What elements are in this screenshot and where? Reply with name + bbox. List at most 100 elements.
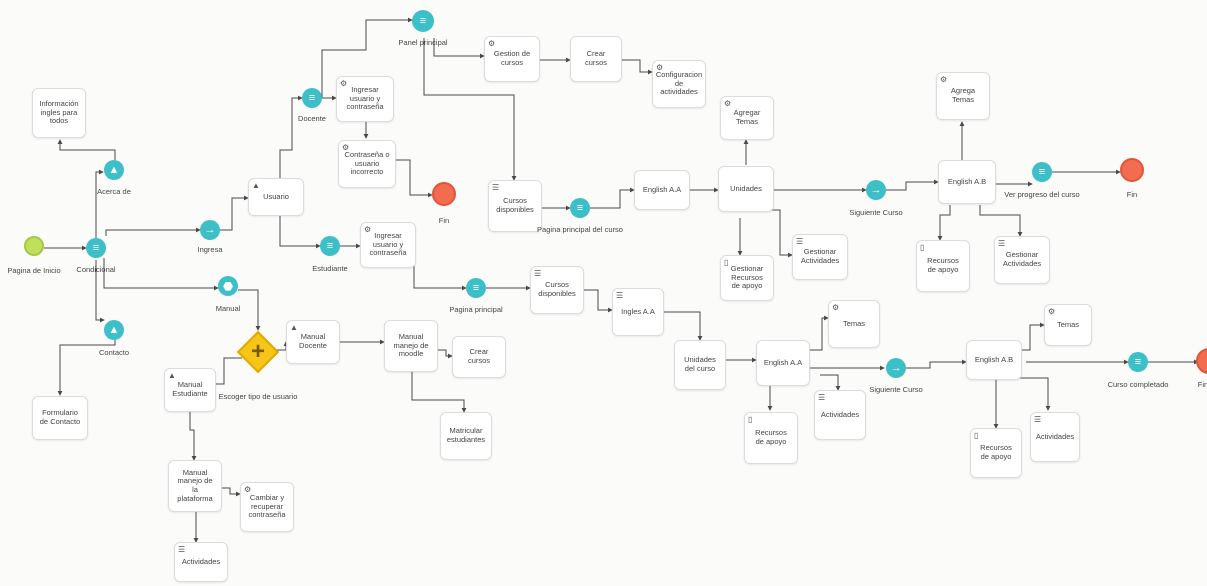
siguiente-curso-2-event[interactable]: → <box>886 358 906 378</box>
task-recursos-apoyo-1[interactable]: ▯Recursos de apoyo <box>916 240 970 292</box>
task-actividades-1[interactable]: ☰Actividades <box>174 542 228 582</box>
end-2-label: Fin <box>1126 190 1138 199</box>
list-icon: ☰ <box>178 545 186 554</box>
contacto-label: Contacto <box>98 348 130 357</box>
task-ingresar-estudiante[interactable]: ⚙Ingresar usuario y contraseña <box>360 222 416 268</box>
manual-label: Manual <box>215 304 241 313</box>
task-agregar-temas-2[interactable]: ⚙Agrega Temas <box>936 72 990 120</box>
task-recursos-apoyo-2[interactable]: ▯Recursos de apoyo <box>744 412 798 464</box>
task-recursos-3-label: Recursos de apoyo <box>980 443 1012 461</box>
list-icon: ☰ <box>1034 415 1042 424</box>
task-manual-estudiante-label: Manual Estudiante <box>172 380 208 398</box>
task-matricular[interactable]: Matricular estudiantes <box>440 412 492 460</box>
acerca-label: Acerca de <box>97 187 131 196</box>
arrow-icon: → <box>890 362 902 374</box>
task-crear-cursos-1[interactable]: Crear cursos <box>570 36 622 82</box>
contacto-event[interactable]: ▲ <box>104 320 124 340</box>
user-icon: ▲ <box>290 323 298 332</box>
plus-icon: + <box>250 338 265 365</box>
task-contrasena-incorrecta[interactable]: ⚙Contraseña o usuario incorrecto <box>338 140 396 188</box>
panel-event[interactable]: ≡ <box>412 10 434 32</box>
ver-progreso-event[interactable]: ≡ <box>1032 162 1052 182</box>
task-cambiar-contrasena[interactable]: ⚙Cambiar y recuperar contraseña <box>240 482 294 532</box>
siguiente-curso-2-label: Siguiente Curso <box>869 385 923 394</box>
task-manual-docente-label: Manual Docente <box>299 332 327 350</box>
conditional-event[interactable]: ≡ <box>86 238 106 258</box>
task-usuario[interactable]: ▲Usuario <box>248 178 304 216</box>
task-crear-cursos-2[interactable]: Crear cursos <box>452 336 506 378</box>
task-ingles-a-a[interactable]: ☰Ingles A.A <box>612 288 664 336</box>
task-cursos-disponibles-1[interactable]: ☰Cursos disponibles <box>488 180 542 232</box>
task-informacion[interactable]: Información ingles para todos <box>32 88 86 138</box>
gear-icon: ⚙ <box>656 63 664 72</box>
task-cursos-disponibles-2[interactable]: ☰Cursos disponibles <box>530 266 584 314</box>
manual-event[interactable]: ⬣ <box>218 276 238 296</box>
list-icon: ≡ <box>1038 166 1046 178</box>
pagina-principal-event[interactable]: ≡ <box>466 278 486 298</box>
start-event-label: Pagina de Inicio <box>7 266 61 275</box>
pagina-curso-event[interactable]: ≡ <box>570 198 590 218</box>
task-agregar-temas-1[interactable]: ⚙Agregar Temas <box>720 96 774 140</box>
task-informacion-label: Información ingles para todos <box>39 99 79 126</box>
docente-event[interactable]: ≡ <box>302 88 322 108</box>
end-event-1[interactable] <box>432 182 456 206</box>
task-gestionar-act-2-label: Gestionar Actividades <box>1002 250 1042 268</box>
task-gestion-label: Gestion de cursos <box>493 49 531 67</box>
task-english-a-1-label: English A.A <box>642 184 682 194</box>
task-actividades-3[interactable]: ☰ Actividades <box>1030 412 1080 462</box>
acerca-event[interactable]: ▲ <box>104 160 124 180</box>
task-gestion-cursos[interactable]: ⚙Gestion de cursos <box>484 36 540 82</box>
task-cursos-disp-1-label: Cursos disponibles <box>496 196 534 214</box>
task-english-a-2[interactable]: English A.A <box>756 340 810 386</box>
user-icon: ▲ <box>168 371 176 380</box>
task-manual-moodle[interactable]: Manual manejo de moodle <box>384 320 438 372</box>
siguiente-curso-1-label: Siguiente Curso <box>849 208 903 217</box>
task-recursos-apoyo-3[interactable]: ▯Recursos de apoyo <box>970 428 1022 478</box>
start-event[interactable] <box>24 236 44 256</box>
list-icon: ☰ <box>534 269 542 278</box>
task-configuracion[interactable]: ⚙Configuracion de actividades <box>652 60 706 108</box>
pagina-principal-label: Pagina principal <box>449 305 503 314</box>
end-event-2[interactable] <box>1120 158 1144 182</box>
task-temas-1-label: Temas <box>842 318 866 328</box>
gear-icon: ⚙ <box>342 143 350 152</box>
task-temas-1[interactable]: ⚙Temas <box>828 300 880 348</box>
task-manual-estudiante[interactable]: ▲Manual Estudiante <box>164 368 216 412</box>
gateway-label: Escoger tipo de usuario <box>218 392 298 401</box>
task-gestionar-actividades-1[interactable]: ☰Gestionar Actividades <box>792 234 848 280</box>
panel-label: Panel principal <box>398 38 448 47</box>
gear-icon: ⚙ <box>724 99 732 108</box>
ingresa-event[interactable]: → <box>200 220 220 240</box>
task-actividades-3-label: Actividades <box>1035 431 1075 441</box>
task-unidades[interactable]: Unidades <box>718 166 774 212</box>
siguiente-curso-1-event[interactable]: → <box>866 180 886 200</box>
book-icon: ▯ <box>748 415 753 424</box>
list-icon: ☰ <box>998 239 1006 248</box>
task-formulario[interactable]: Formulario de Contacto <box>32 396 88 440</box>
gear-icon: ⚙ <box>488 39 496 48</box>
task-temas-2-label: Temas <box>1056 319 1080 329</box>
task-manual-plataforma[interactable]: Manual manejo de la plataforma <box>168 460 222 512</box>
task-gestionar-recursos[interactable]: ▯Gestionar Recursos de apoyo <box>720 255 774 301</box>
list-icon: ≡ <box>92 242 100 254</box>
task-manual-docente[interactable]: ▲Manual Docente <box>286 320 340 364</box>
task-english-a-b-1[interactable]: English A.B <box>938 160 996 204</box>
task-ingresar-docente[interactable]: ⚙Ingresar usuario y contraseña <box>336 76 394 122</box>
task-temas-2[interactable]: ⚙Temas <box>1044 304 1092 346</box>
task-gestionar-actividades-2[interactable]: ☰ Gestionar Actividades <box>994 236 1050 284</box>
task-contrasena-label: Contraseña o usuario incorrecto <box>344 150 390 177</box>
hexagon-icon: ⬣ <box>223 280 233 293</box>
task-english-a-1[interactable]: English A.A <box>634 170 690 210</box>
task-actividades-2[interactable]: ☰Actividades <box>814 390 866 440</box>
estudiante-event[interactable]: ≡ <box>320 236 340 256</box>
task-english-a-b-2[interactable]: English A.B <box>966 340 1022 380</box>
task-unidades-label: Unidades <box>730 183 762 193</box>
task-unidades-curso[interactable]: Unidades del curso <box>674 340 726 390</box>
estudiante-label: Estudiante <box>312 264 348 273</box>
list-icon: ☰ <box>796 237 804 246</box>
task-recursos-2-label: Recursos de apoyo <box>755 428 787 446</box>
curso-completado-event[interactable]: ≡ <box>1128 352 1148 372</box>
task-matricular-label: Matricular estudiantes <box>446 426 486 444</box>
